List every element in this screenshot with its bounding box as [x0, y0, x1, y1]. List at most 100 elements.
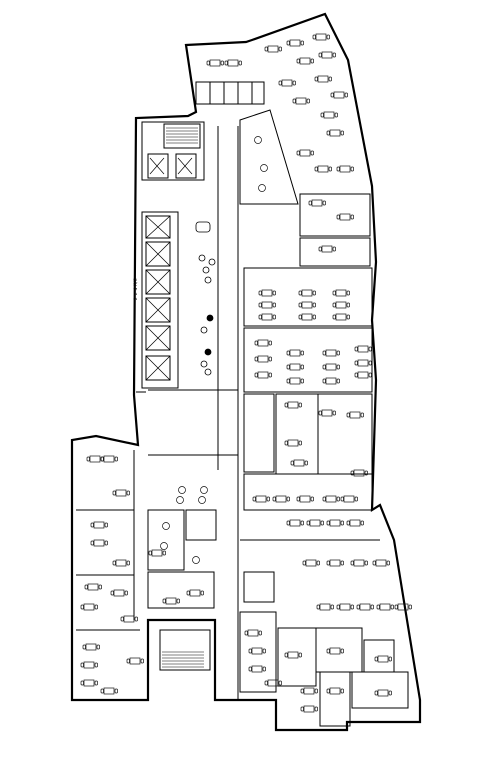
round-table: [160, 542, 168, 550]
workstation: [112, 489, 130, 497]
workstation: [316, 603, 334, 611]
workstation: [296, 149, 314, 157]
workstation: [298, 289, 316, 297]
lobby-furniture: [195, 221, 216, 376]
workstation: [372, 559, 390, 567]
workstation: [264, 45, 282, 53]
workstation: [272, 495, 290, 503]
workstation: [332, 313, 350, 321]
workstation: [286, 377, 304, 385]
round-table: [192, 556, 200, 564]
workstation: [314, 75, 332, 83]
workstation: [394, 603, 412, 611]
workstation: [322, 495, 340, 503]
workstation: [290, 459, 308, 467]
workstation: [148, 549, 166, 557]
workstation: [296, 495, 314, 503]
workstation: [112, 559, 130, 567]
workstation: [374, 689, 392, 697]
workstation: [286, 349, 304, 357]
workstation: [162, 597, 180, 605]
workstation: [126, 657, 144, 665]
workstation: [258, 301, 276, 309]
workstation: [254, 355, 272, 363]
workstation: [120, 615, 138, 623]
workstation: [326, 559, 344, 567]
workstation: [224, 59, 242, 67]
stairs-top: [166, 127, 198, 144]
workstation: [100, 687, 118, 695]
desk-clusters: [80, 33, 412, 713]
workstation: [312, 33, 330, 41]
workstation: [374, 655, 392, 663]
workstation: [306, 519, 324, 527]
workstation: [336, 213, 354, 221]
workstation: [318, 245, 336, 253]
round-table: [258, 184, 266, 192]
workstation: [284, 439, 302, 447]
workstation: [278, 79, 296, 87]
workstation: [206, 59, 224, 67]
workstation: [286, 519, 304, 527]
workstation: [346, 411, 364, 419]
workstation: [90, 521, 108, 529]
workstation: [356, 603, 374, 611]
outer-walls: [70, 12, 422, 732]
workstation: [350, 469, 368, 477]
workstation: [332, 301, 350, 309]
workstation: [318, 409, 336, 417]
inner-walls: [76, 81, 409, 727]
workstation: [110, 589, 128, 597]
round-table: [260, 164, 268, 172]
workstation: [84, 583, 102, 591]
workstation: [284, 401, 302, 409]
workstation: [354, 359, 372, 367]
workstation: [300, 705, 318, 713]
workstation: [292, 97, 310, 105]
workstation: [300, 687, 318, 695]
stairs-bottom: [162, 651, 204, 668]
workstation: [336, 603, 354, 611]
workstation: [318, 51, 336, 59]
workstation: [252, 495, 270, 503]
workstation: [354, 371, 372, 379]
workstation: [286, 39, 304, 47]
workstation: [80, 603, 98, 611]
workstation: [336, 165, 354, 173]
workstation: [80, 679, 98, 687]
workstation: [354, 345, 372, 353]
round-table: [198, 496, 206, 504]
round-table: [176, 496, 184, 504]
workstation: [322, 349, 340, 357]
workstation: [346, 519, 364, 527]
workstation: [322, 377, 340, 385]
workstation: [100, 455, 118, 463]
workstation: [296, 57, 314, 65]
round-table: [162, 522, 170, 530]
workstation: [244, 629, 262, 637]
workstation: [298, 313, 316, 321]
workstation: [322, 363, 340, 371]
round-table: [200, 486, 208, 494]
workstation: [186, 589, 204, 597]
workstation: [326, 129, 344, 137]
workstation: [376, 603, 394, 611]
workstation: [248, 647, 266, 655]
workstation: [286, 363, 304, 371]
workstation: [254, 371, 272, 379]
workstation: [82, 643, 100, 651]
workstation: [264, 679, 282, 687]
workstation: [284, 651, 302, 659]
workstation: [320, 111, 338, 119]
round-tables: [160, 136, 268, 564]
workstation: [350, 559, 368, 567]
workstation: [326, 647, 344, 655]
round-table: [254, 136, 262, 144]
workstation: [258, 313, 276, 321]
workstation: [302, 559, 320, 567]
workstation: [254, 339, 272, 347]
workstation: [326, 687, 344, 695]
workstation: [298, 301, 316, 309]
workstation: [308, 199, 326, 207]
